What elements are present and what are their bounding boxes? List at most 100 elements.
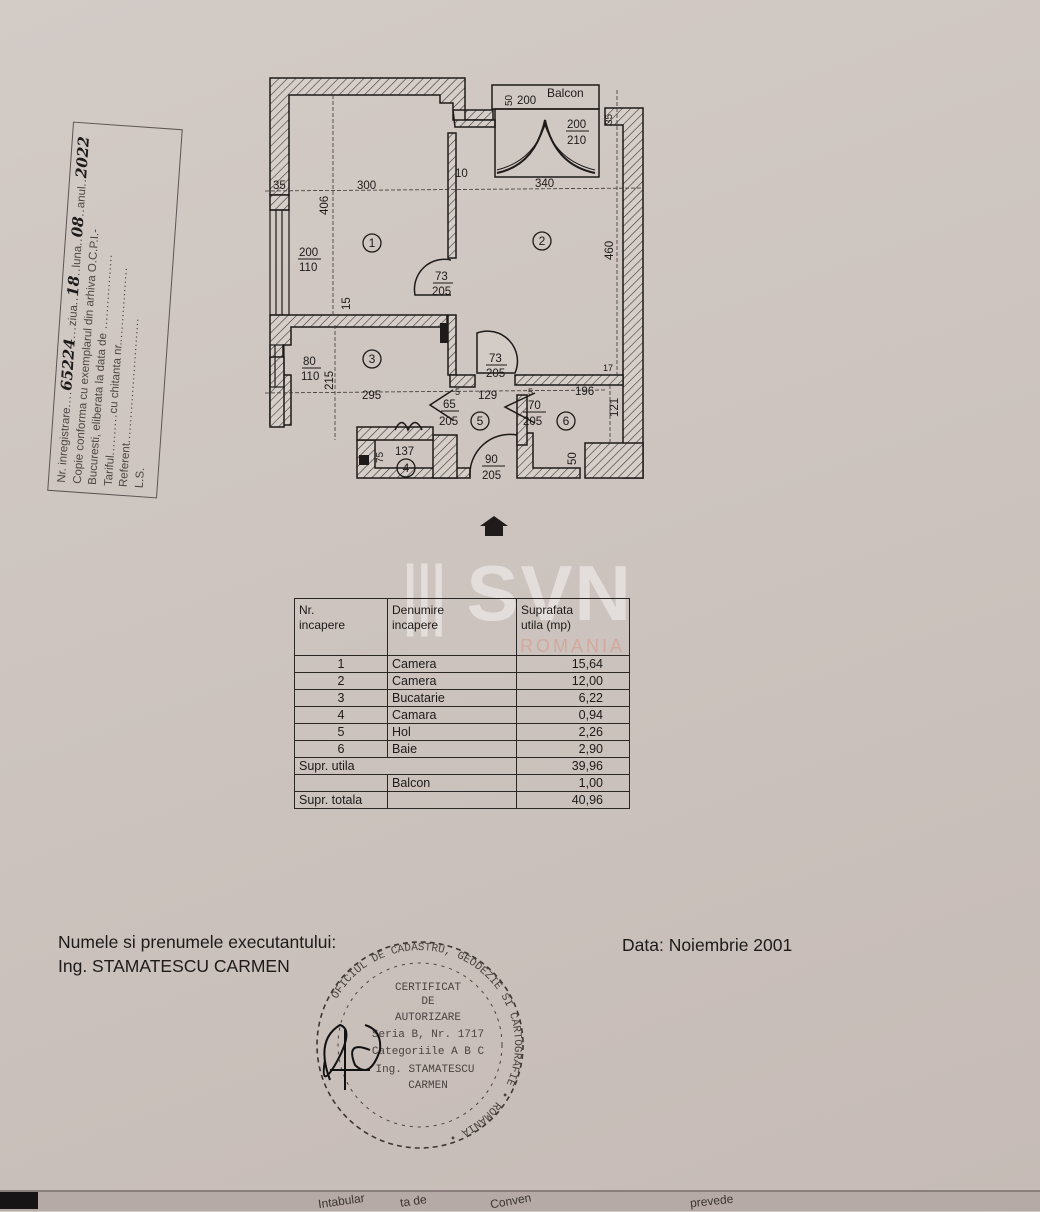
- svg-text:15: 15: [341, 297, 353, 310]
- svg-text:5: 5: [528, 387, 533, 397]
- floor-plan: 35 300 340 10 406 460 15 215 295 129 196…: [265, 77, 644, 482]
- room-marker-6: 6: [556, 411, 576, 431]
- signature: [322, 1023, 382, 1090]
- svg-text:1: 1: [369, 236, 376, 250]
- room-marker-3: 3: [362, 349, 382, 369]
- svg-text:129: 129: [478, 390, 497, 402]
- door-swings: [394, 258, 536, 478]
- svg-text:137: 137: [395, 446, 414, 458]
- svg-text:Balcon: Balcon: [547, 86, 584, 100]
- registration-number: 65224: [57, 337, 79, 392]
- svg-text:73: 73: [489, 353, 502, 365]
- room-marker-1: 1: [362, 233, 382, 253]
- svg-text:295: 295: [362, 390, 381, 402]
- underlying-page-edge: Intabular ta de Conven prevede: [0, 1190, 1040, 1211]
- svg-text:80: 80: [303, 356, 316, 368]
- executant-label: Numele si prenumele executantului:: [58, 932, 337, 952]
- room-marker-2: 2: [532, 231, 552, 251]
- window-room-3: [269, 344, 285, 388]
- executant-block: Numele si prenumele executantului: Ing. …: [58, 930, 336, 978]
- room-marker-5: 5: [470, 411, 490, 431]
- seal-ring-text: OFICIUL DE CADASTRU, GEODEZIE SI CARTOGR…: [330, 942, 523, 1143]
- svg-text:65: 65: [443, 399, 456, 411]
- svg-text:200: 200: [299, 247, 318, 259]
- interior-walls: [356, 132, 624, 479]
- svg-text:300: 300: [357, 180, 376, 192]
- authorization-seal: OFICIUL DE CADASTRU, GEODEZIE SI CARTOGR…: [316, 941, 524, 1149]
- svg-text:70: 70: [528, 400, 541, 412]
- svg-text:50: 50: [504, 94, 515, 106]
- registration-stamp: Nr. inregistrare....65224...ziua..18..lu…: [47, 121, 183, 499]
- header-room-number: Nr.incapere: [294, 598, 388, 656]
- room-marker-4: 4: [396, 458, 416, 478]
- svg-text:35: 35: [273, 180, 286, 192]
- svg-text:340: 340: [535, 178, 554, 190]
- svg-text:2: 2: [539, 234, 546, 248]
- room-markers: 1 2 3 4 5 6: [362, 231, 576, 478]
- svg-text:Categoriile A B C: Categoriile A B C: [372, 1046, 485, 1058]
- chimney-marker: [359, 455, 369, 465]
- svg-text:35: 35: [604, 113, 615, 125]
- svg-text:215: 215: [324, 371, 336, 390]
- balcony: [491, 84, 600, 178]
- svg-text:10: 10: [455, 168, 468, 180]
- svg-text:460: 460: [604, 241, 616, 260]
- dimension-labels: 35 300 340 10 406 460 15 215 295 129 196…: [273, 86, 621, 465]
- svg-text:110: 110: [301, 371, 319, 383]
- svg-text:17: 17: [603, 363, 613, 373]
- svg-text:75: 75: [375, 451, 386, 463]
- svg-text:50: 50: [567, 452, 579, 465]
- document-date: Data: Noiembrie 2001: [622, 935, 793, 955]
- svg-text:AUTORIZARE: AUTORIZARE: [395, 1012, 461, 1024]
- svg-text:90: 90: [485, 454, 498, 466]
- svg-text:200: 200: [567, 119, 586, 131]
- svg-text:4: 4: [403, 461, 410, 475]
- svg-text:3: 3: [369, 352, 376, 366]
- svg-text:205: 205: [432, 286, 451, 298]
- dark-corner: [0, 1192, 38, 1209]
- svg-text:205: 205: [523, 416, 542, 428]
- svg-text:210: 210: [567, 135, 586, 147]
- duct-marker: [440, 323, 448, 343]
- svg-text:205: 205: [482, 470, 501, 482]
- svg-text:DE: DE: [421, 996, 435, 1008]
- svg-text:73: 73: [435, 271, 448, 283]
- svg-text:205: 205: [439, 416, 458, 428]
- svg-text:CARMEN: CARMEN: [408, 1080, 448, 1092]
- dimension-lines: [265, 90, 644, 445]
- svg-text:200: 200: [517, 95, 536, 107]
- svg-text:205: 205: [486, 368, 505, 380]
- svg-text:Ing. STAMATESCU: Ing. STAMATESCU: [375, 1064, 474, 1076]
- svg-text:121: 121: [609, 398, 621, 417]
- entrance-arrow-icon: [480, 516, 508, 536]
- svg-text:5: 5: [455, 387, 460, 397]
- svg-text:406: 406: [319, 196, 331, 215]
- executant-name: Ing. STAMATESCU CARMEN: [58, 956, 290, 976]
- svg-text:110: 110: [299, 262, 317, 274]
- svg-text:5: 5: [477, 414, 484, 428]
- svg-text:6: 6: [563, 414, 570, 428]
- window-room-1: [269, 209, 290, 316]
- svg-text:196: 196: [575, 386, 594, 398]
